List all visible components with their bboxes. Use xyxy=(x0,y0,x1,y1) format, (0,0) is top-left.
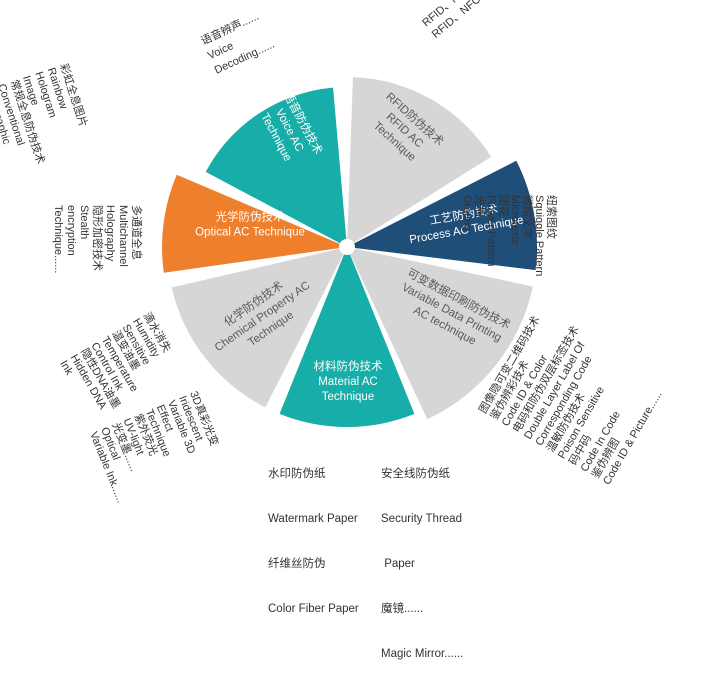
segment-label-material: 材料防伪技术 Material AC Technique xyxy=(314,359,383,403)
segment-label-line: 材料防伪技术 xyxy=(314,359,383,373)
material-thread-item: 安全线防伪纸 xyxy=(381,468,450,480)
leaf-item: Stealth xyxy=(78,205,90,239)
leaf-item: Flower Pattern xyxy=(485,195,497,267)
segment-label-optical: 光学防伪技术 Optical AC Technique xyxy=(195,210,305,239)
segment-material xyxy=(279,254,415,427)
leaf-item: Multichannel xyxy=(117,205,129,267)
segment-label-line: Material AC xyxy=(318,376,377,388)
segment-label-line: 光学防伪技术 xyxy=(216,210,285,224)
material-paper-item: Watermark Paper xyxy=(268,513,358,525)
material-thread-item: 魔镜...... xyxy=(381,603,424,615)
segment-variable xyxy=(350,248,533,420)
material-paper-item: Color Fiber Paper xyxy=(268,603,359,615)
leaf-item: 光栅 xyxy=(473,195,487,217)
segment-process xyxy=(354,160,537,271)
material-thread-item: Paper xyxy=(381,558,415,570)
leaf-item: encryption xyxy=(65,205,77,256)
leaf-item: 微缩文字 xyxy=(521,195,535,239)
material-thread-item: Security Thread xyxy=(381,513,462,525)
leaf-list-chemical-optical: 3D真彩光变IridescentVariable 3DEffectTechniq… xyxy=(87,389,228,505)
material-thread-list: 安全线防伪纸 Security Thread Paper 魔镜...... Ma… xyxy=(381,437,463,692)
segment-optical xyxy=(161,174,340,273)
segment-label-line: Technique xyxy=(322,391,374,403)
segment-voice xyxy=(205,87,347,244)
material-paper-list: 水印防伪纸 Watermark Paper 纤维丝防伪 Color Fiber … xyxy=(268,437,359,647)
leaf-item: Grating xyxy=(461,195,473,231)
leaf-list-optical-multi: 多通道全息MultichannelHolography隐形加密技术Stealth… xyxy=(52,205,144,274)
segment-rfid xyxy=(347,77,492,243)
leaf-item: 多通道全息 xyxy=(130,205,144,260)
leaf-list-voice: 语音辨声......VoiceDecoding...... xyxy=(198,8,276,77)
segment-chemical xyxy=(171,248,344,408)
material-paper-item: 纤维丝防伪 xyxy=(268,558,326,570)
segment-label-line: Optical AC Technique xyxy=(195,227,305,239)
leaf-item: Microtexts xyxy=(509,195,521,246)
leaf-list-variable: 图像隐可变二维码技术鉴伪辨彩技术Code ID & Color电码和防伪双层标签… xyxy=(475,304,671,487)
leaf-list-process: 纽索图纹Squiggle Pattern微缩文字Microtexts团花Flow… xyxy=(461,195,559,276)
leaf-item: 隐形加密技术 xyxy=(91,205,105,271)
leaf-list-rfid: RFID、NFC......RFID、NFC...... xyxy=(420,0,497,41)
material-paper-item: 水印防伪纸 xyxy=(268,468,326,480)
material-thread-item: Magic Mirror...... xyxy=(381,648,464,660)
leaf-item: Squiggle Pattern xyxy=(533,195,545,276)
leaf-list-chemical-ink: 滴水消失HumiditySensitive温变油墨TemperatureCont… xyxy=(57,310,186,423)
leaf-item: 纽索图纹 xyxy=(545,195,559,239)
leaf-item: Technique...... xyxy=(52,205,64,274)
leaf-item: Holography xyxy=(104,205,116,262)
leaf-list-optical-holo: 彩虹全息图片RainbowHologramImage常规全息防伪技术Conven… xyxy=(0,62,98,178)
leaf-item: 团花 xyxy=(497,195,510,217)
